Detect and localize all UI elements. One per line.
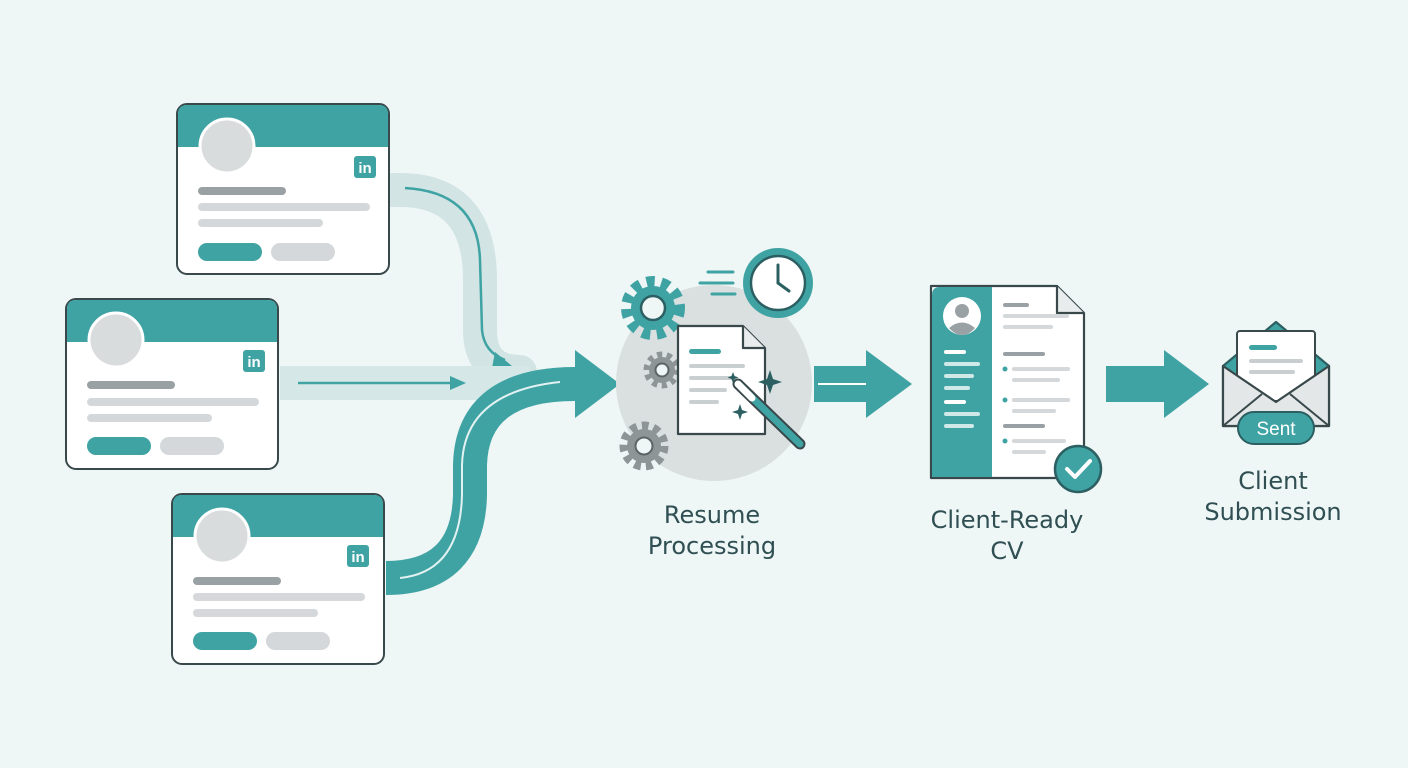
processing-node — [616, 248, 813, 481]
avatar — [193, 507, 251, 565]
flow-arrowhead-middle — [450, 376, 466, 390]
flow-arrowhead-top — [492, 352, 512, 368]
sent-badge-text: Sent — [1256, 419, 1296, 440]
gear-icon — [621, 276, 685, 340]
magic-wand-icon — [732, 378, 806, 450]
profile-card-1: in — [176, 103, 390, 275]
document-icon — [676, 324, 767, 436]
flow-lane-top — [375, 173, 537, 389]
profile-card-3: in — [171, 493, 385, 665]
processing-label: Resume Processing — [612, 500, 812, 562]
flow-arrow-to-submission — [1106, 350, 1209, 418]
flow-line-bottom — [399, 381, 561, 579]
sent-badge: Sent — [1237, 411, 1315, 445]
envelope-icon — [1221, 320, 1331, 428]
clock-icon — [698, 248, 813, 318]
cv-label-line-2: CV — [990, 537, 1024, 565]
sparkle-icon — [727, 370, 782, 420]
submission-label-line-1: Client — [1238, 467, 1308, 495]
flow-arrow-to-cv — [814, 350, 912, 418]
linkedin-icon — [354, 156, 376, 178]
flow-arrowhead-main — [575, 350, 620, 418]
checkmark-icon — [1053, 444, 1103, 494]
text-bar — [87, 414, 212, 422]
linkedin-badge-text: in — [358, 160, 371, 177]
linkedin-icon — [243, 350, 265, 372]
cv-label: Client-Ready CV — [897, 505, 1117, 567]
text-bar — [198, 219, 323, 227]
linkedin-badge-text: in — [351, 549, 364, 566]
pill-primary — [193, 632, 257, 650]
text-bar — [198, 203, 370, 211]
processing-label-line-2: Processing — [647, 532, 777, 560]
name-bar — [193, 577, 281, 585]
avatar-icon — [943, 297, 981, 335]
submission-label: Client Submission — [1178, 466, 1368, 528]
text-bar — [87, 398, 259, 406]
processing-label-line-1: Resume — [663, 501, 761, 529]
submission-label-line-2: Submission — [1204, 498, 1342, 526]
gear-icon — [619, 421, 669, 471]
text-bar — [193, 593, 365, 601]
client-ready-cv — [929, 284, 1103, 494]
profile-card-2: in — [65, 298, 279, 470]
pill-secondary — [266, 632, 330, 650]
flow-line-top — [404, 186, 506, 362]
avatar — [87, 311, 145, 369]
pill-primary — [198, 243, 262, 261]
pill-primary — [87, 437, 151, 455]
cv-label-line-1: Client-Ready — [930, 506, 1084, 534]
linkedin-badge-text: in — [247, 354, 260, 371]
cv-sidebar — [932, 287, 992, 477]
input-flow-connectors — [280, 173, 620, 595]
name-bar — [198, 187, 286, 195]
text-bar — [193, 609, 318, 617]
avatar — [198, 117, 256, 175]
name-bar — [87, 381, 175, 389]
linkedin-icon — [347, 545, 369, 567]
pill-secondary — [271, 243, 335, 261]
pill-secondary — [160, 437, 224, 455]
